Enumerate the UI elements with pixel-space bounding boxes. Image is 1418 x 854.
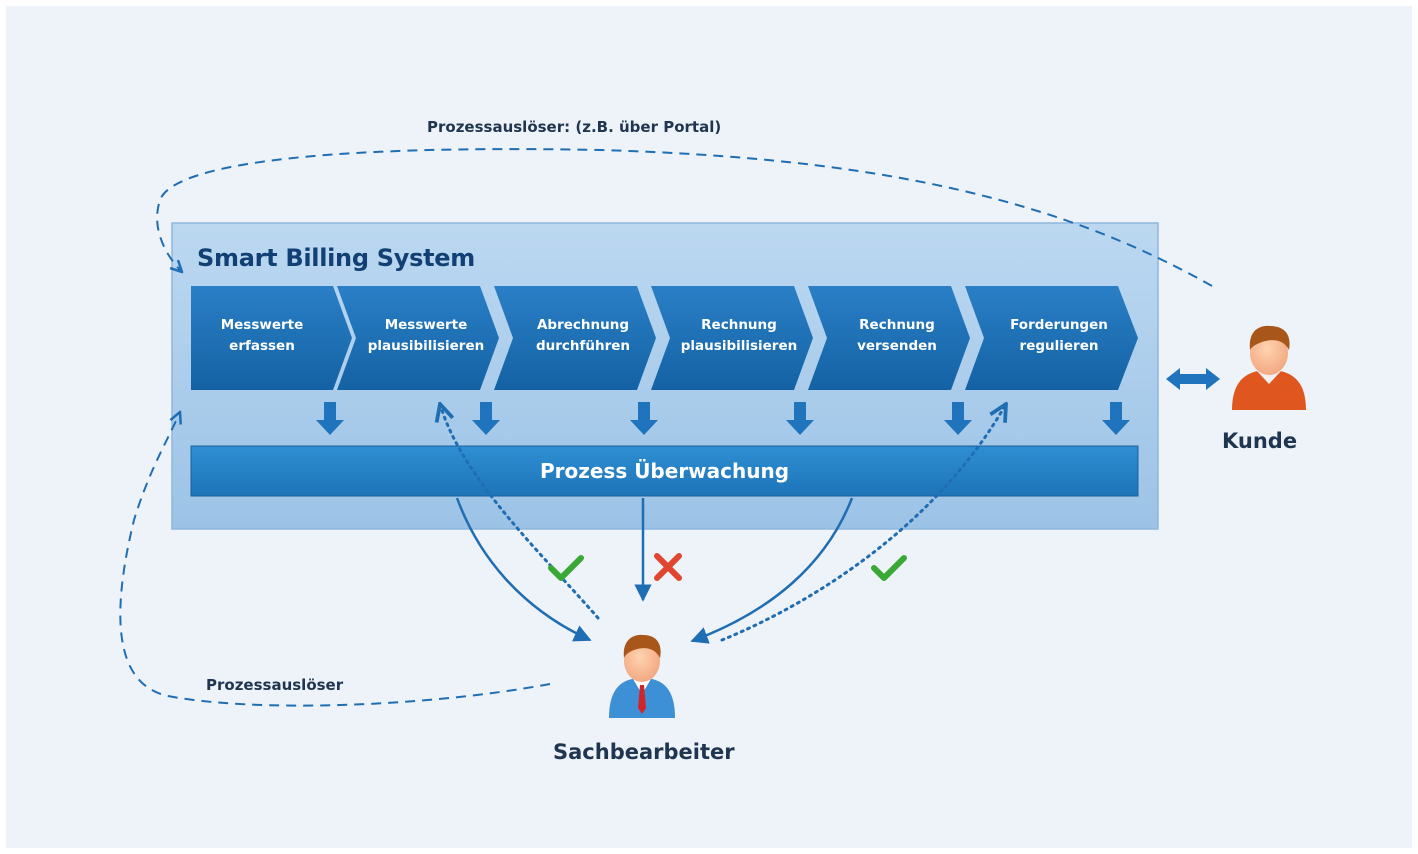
clerk-trigger-label: Prozessauslöser (206, 676, 344, 694)
down-arrow-icon (944, 402, 972, 435)
customer-label: Kunde (1222, 429, 1298, 453)
customer-person-icon (1232, 325, 1306, 410)
step-shape-rechnung-versenden (808, 286, 970, 390)
step-label-messwerte-plausibilisieren: Messwerte plausibilisieren (367, 317, 485, 354)
bidirectional-arrow-icon (1166, 368, 1220, 390)
step-label-abrechnung-durchfuehren: Abrechnung durchführen (535, 317, 631, 354)
portal-trigger-connector (156, 148, 1213, 287)
step-label-rechnung-plausibilisieren: Rechnung plausibilisieren (680, 317, 798, 354)
step-label-rechnung-versenden: Rechnung versenden (857, 317, 937, 354)
check-icon (871, 555, 907, 581)
system-title: Smart Billing System (197, 244, 475, 272)
down-arrow-icon (786, 402, 814, 435)
portal-trigger-label: Prozessauslöser: (z.B. über Portal) (427, 118, 722, 136)
step-shape-abrechnung-durchfuehren (494, 286, 656, 390)
step-to-monitor-arrows (316, 402, 1130, 435)
escalation-connector-right (690, 497, 854, 644)
process-steps (191, 286, 1138, 390)
process-monitoring-label: Prozess Überwachung (539, 459, 790, 483)
cross-icon (654, 553, 682, 581)
resolution-connector-right (720, 404, 1006, 642)
step-shape-forderungen-regulieren (965, 286, 1138, 390)
down-arrow-icon (630, 402, 658, 435)
step-shape-messwerte-erfassen (191, 286, 352, 390)
check-icon (548, 555, 584, 581)
clerk-label: Sachbearbeiter (553, 740, 735, 764)
down-arrow-icon (1102, 402, 1130, 435)
step-label-messwerte-erfassen: Messwerte erfassen (220, 317, 304, 354)
step-shape-messwerte-plausibilisieren (337, 286, 499, 390)
clerk-trigger-connector (119, 412, 551, 707)
resolution-connector-left (440, 404, 600, 620)
down-arrow-icon (472, 402, 500, 435)
process-monitoring-bar (190, 445, 1139, 497)
escalation-connector-left (455, 497, 592, 642)
clerk-person-icon (609, 634, 675, 718)
down-arrow-icon (316, 402, 344, 435)
step-shape-rechnung-plausibilisieren (651, 286, 813, 390)
step-label-forderungen-regulieren: Forderungen regulieren (1010, 317, 1108, 354)
